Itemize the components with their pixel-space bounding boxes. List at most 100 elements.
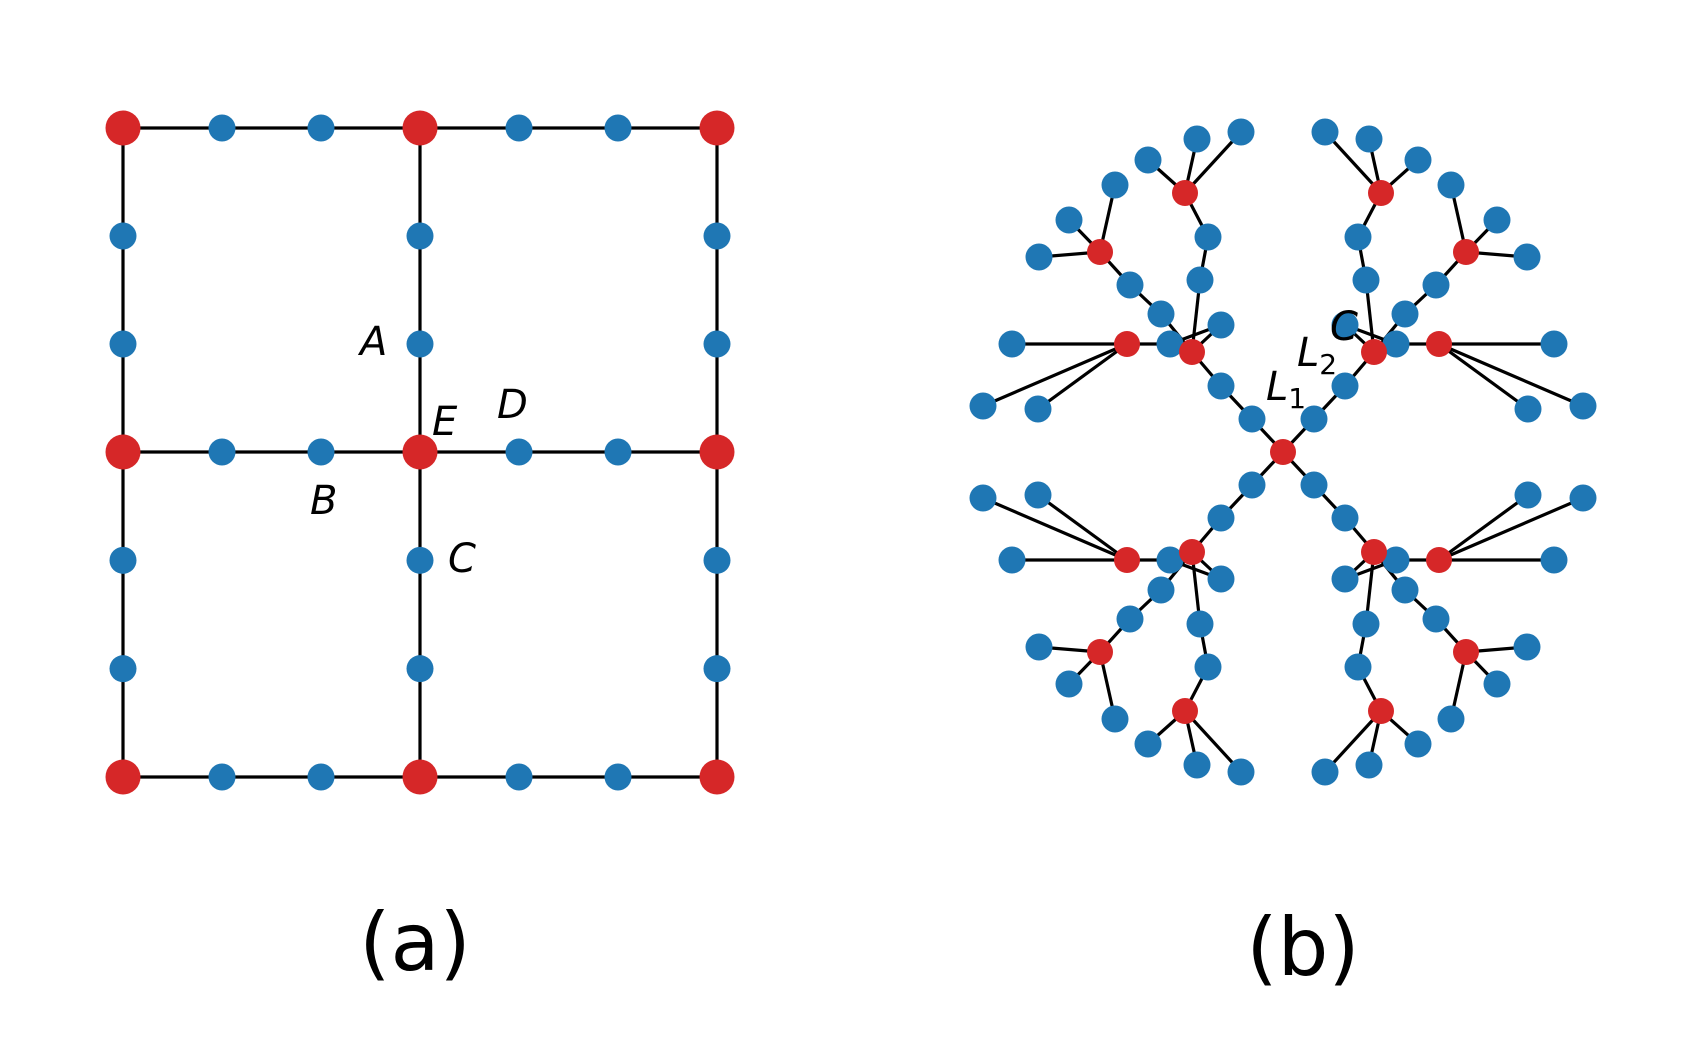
- tree-node: [1513, 243, 1541, 271]
- tree-hub-node: [1361, 339, 1387, 365]
- label-l2-letter: L: [1297, 330, 1319, 376]
- tree-hub-node: [1114, 547, 1140, 573]
- grid-node: [406, 546, 434, 574]
- label-l2-subscript: 2: [1319, 348, 1337, 381]
- tree-node: [1025, 633, 1053, 661]
- grid-node: [703, 222, 731, 250]
- tree-hub-node: [1179, 339, 1205, 365]
- grid-hub-node: [699, 434, 735, 470]
- tree-node: [1134, 146, 1162, 174]
- tree-node: [1116, 605, 1144, 633]
- tree-node: [1422, 271, 1450, 299]
- tree-node: [1437, 705, 1465, 733]
- tree-node: [1344, 653, 1372, 681]
- label-c: C: [448, 536, 476, 582]
- tree-hub-node: [1087, 639, 1113, 665]
- grid-node: [505, 114, 533, 142]
- grid-hub-node: [105, 759, 141, 795]
- tree-edge: [1438, 342, 1529, 411]
- tree-edge: [982, 342, 1128, 408]
- tree-node: [1134, 730, 1162, 758]
- tree-node: [1227, 758, 1255, 786]
- tree-node: [1311, 758, 1339, 786]
- tree-node: [1391, 576, 1419, 604]
- tree-node: [1147, 576, 1175, 604]
- grid-node: [604, 763, 632, 791]
- tree-node: [1355, 751, 1383, 779]
- tree-node: [1514, 481, 1542, 509]
- grid-network-diagram: A B C D E (a): [105, 110, 735, 989]
- grid-node: [703, 546, 731, 574]
- tree-hub-node: [1172, 180, 1198, 206]
- tree-node: [1437, 171, 1465, 199]
- tree-node: [1055, 206, 1083, 234]
- tree-hub-node: [1368, 180, 1394, 206]
- grid-node: [109, 546, 137, 574]
- tree-node: [1382, 546, 1410, 574]
- tree-root-node: [1270, 439, 1296, 465]
- grid-node: [307, 438, 335, 466]
- tree-node: [1207, 311, 1235, 339]
- tree-node: [1300, 471, 1328, 499]
- grid-hub-node: [402, 434, 438, 470]
- tree-node: [1404, 730, 1432, 758]
- tree-hub-node: [1361, 539, 1387, 565]
- tree-node: [1569, 392, 1597, 420]
- tree-node: [1024, 481, 1052, 509]
- tree-node: [1207, 504, 1235, 532]
- tree-hub-node: [1453, 239, 1479, 265]
- grid-node: [307, 114, 335, 142]
- grid-node: [505, 763, 533, 791]
- tree-node: [1101, 705, 1129, 733]
- grid-hub-node: [402, 110, 438, 146]
- tree-edge: [1323, 130, 1383, 195]
- tree-node: [1513, 633, 1541, 661]
- tree-node: [1025, 243, 1053, 271]
- tree-edge: [1183, 130, 1243, 195]
- tree-hub-node: [1114, 331, 1140, 357]
- tree-node: [1101, 171, 1129, 199]
- tree-node: [998, 330, 1026, 358]
- tree-node: [969, 392, 997, 420]
- grid-hub-node: [105, 110, 141, 146]
- tree-node: [1183, 751, 1211, 779]
- tree-node: [1382, 330, 1410, 358]
- tree-node: [1391, 300, 1419, 328]
- tree-node: [1116, 271, 1144, 299]
- tree-node: [1352, 610, 1380, 638]
- grid-node: [703, 655, 731, 683]
- label-d: D: [497, 382, 528, 428]
- tree-hub-node: [1087, 239, 1113, 265]
- tree-node: [1238, 471, 1266, 499]
- tree-node: [1183, 125, 1211, 153]
- tree-node: [1331, 504, 1359, 532]
- tree-node: [1540, 546, 1568, 574]
- label-l1-letter: L: [1266, 364, 1288, 410]
- tree-node: [1422, 605, 1450, 633]
- tree-node: [1355, 125, 1383, 153]
- tree-node: [1514, 395, 1542, 423]
- tree-node: [1483, 670, 1511, 698]
- tree-node: [1194, 223, 1222, 251]
- tree-node: [1055, 670, 1083, 698]
- tree-edge: [1037, 493, 1128, 562]
- grid-node: [406, 222, 434, 250]
- tree-node: [1227, 118, 1255, 146]
- label-l2: L2: [1297, 330, 1337, 381]
- tree-node: [1344, 223, 1372, 251]
- label-b: B: [310, 478, 337, 524]
- tree-network-diagram: L1 L2 C (b): [969, 118, 1597, 994]
- tree-node: [1331, 372, 1359, 400]
- tree-edge: [1037, 342, 1128, 411]
- grid-hub-node: [699, 759, 735, 795]
- tree-hub-node: [1172, 698, 1198, 724]
- grid-node: [505, 438, 533, 466]
- grid-node: [109, 330, 137, 358]
- grid-node: [307, 763, 335, 791]
- tree-node: [1156, 546, 1184, 574]
- caption-b: (b): [1246, 901, 1359, 994]
- tree-node: [1147, 300, 1175, 328]
- tree-edge: [1438, 496, 1584, 562]
- tree-node: [1207, 372, 1235, 400]
- label-a: A: [357, 319, 387, 365]
